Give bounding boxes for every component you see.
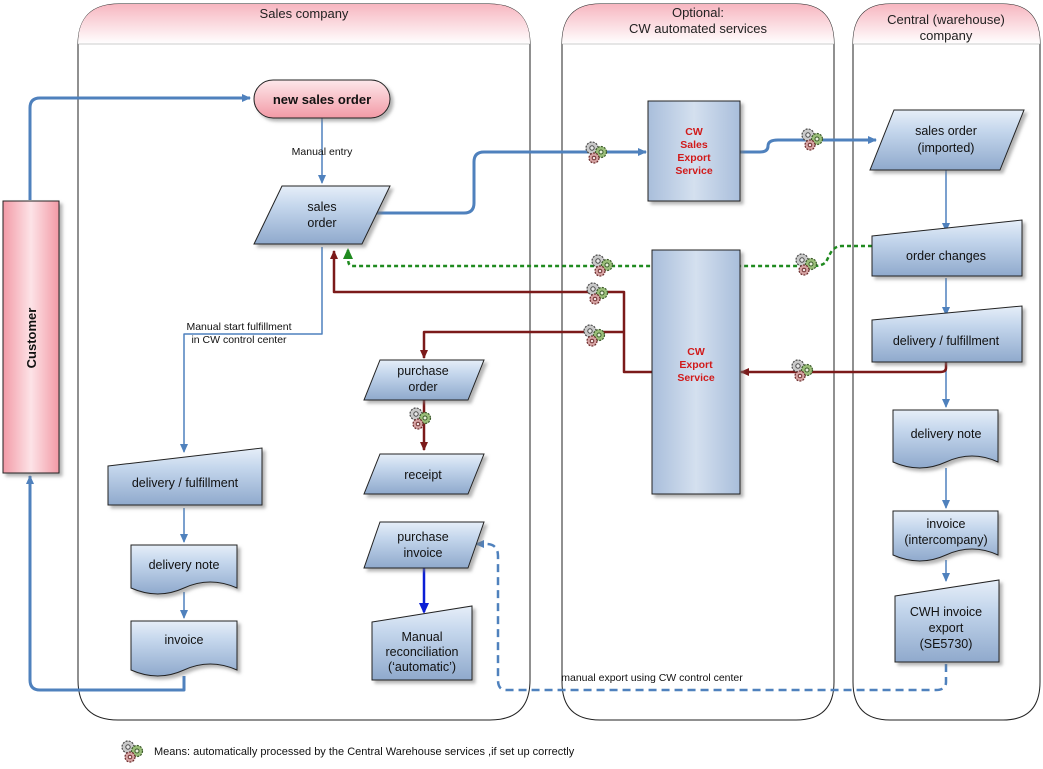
sales-order-imported-node[interactable]: sales order (imported) (869, 109, 1025, 171)
arrow-sales-export-to-imported (740, 136, 877, 154)
sales-order-label-1: sales (307, 200, 336, 214)
delivery-fulfillment-label: delivery / fulfillment (132, 476, 239, 490)
lane-title-central-1: Central (warehouse) (887, 12, 1005, 27)
manual-start-label-1: Manual start fulfillment (186, 321, 291, 333)
imported-label-1: sales order (915, 124, 977, 138)
arrow-export-to-sales-order (330, 250, 652, 374)
manual-recon-label-1: Manual (402, 630, 443, 644)
central-delivery-note-label: delivery note (911, 427, 982, 441)
export-service-label-2: Export (679, 359, 713, 371)
arrow-cwh-export-to-purchase-invoice (475, 540, 948, 692)
order-changes-label: order changes (906, 249, 986, 263)
purchase-invoice-node[interactable]: purchase invoice (363, 521, 485, 569)
arrow-sales-order-to-sales-export (372, 148, 647, 215)
export-service-label-1: CW (687, 346, 705, 358)
central-invoice-node[interactable]: invoice (intercompany) (892, 510, 999, 562)
purchase-invoice-label-2: invoice (404, 546, 443, 560)
purchase-order-node[interactable]: purchase order (363, 359, 485, 401)
manual-recon-label-2: reconciliation (386, 645, 459, 659)
lane-title-sales: Sales company (260, 6, 349, 21)
sales-export-label-1: CW (685, 126, 703, 138)
purchase-invoice-label-1: purchase (397, 530, 448, 544)
legend: Means: automatically processed by the Ce… (121, 740, 575, 763)
customer-node[interactable]: Customer (2, 200, 60, 474)
cwh-export-label-2: export (929, 621, 964, 635)
cwh-export-label-3: (SE5730) (920, 637, 973, 651)
manual-entry-label: Manual entry (292, 146, 353, 158)
delivery-fulfillment-node[interactable]: delivery / fulfillment (107, 447, 263, 506)
central-delivery-note-node[interactable]: delivery note (892, 409, 999, 469)
lane-title-optional-2: CW automated services (629, 21, 767, 36)
connectors (26, 94, 950, 692)
central-invoice-label-1: invoice (927, 517, 966, 531)
new-sales-order-label: new sales order (273, 92, 371, 107)
arrow-invoice-to-customer (26, 475, 186, 692)
central-invoice-label-2: (intercompany) (904, 533, 987, 547)
lane-title-optional-1: Optional: (672, 5, 724, 20)
cwh-export-label-1: CWH invoice (910, 605, 982, 619)
new-sales-order-node[interactable]: new sales order (253, 79, 391, 119)
export-service-label-3: Service (677, 372, 715, 384)
lane-title-central-2: company (920, 28, 973, 43)
manual-reconciliation-node[interactable]: Manual reconciliation (‘automatic’) (371, 605, 473, 681)
central-delivery-label: delivery / fulfillment (893, 334, 1000, 348)
sales-export-label-3: Export (677, 152, 711, 164)
sales-export-label-2: Sales (680, 139, 708, 151)
cw-export-service-node[interactable]: CW Export Service (651, 249, 741, 495)
order-changes-node[interactable]: order changes (871, 219, 1023, 277)
manual-start-label-2: in CW control center (191, 334, 287, 346)
invoice-label: invoice (165, 633, 204, 647)
arrow-customer-to-new-order (28, 94, 251, 200)
arrow-fulfillment-to-export (740, 362, 948, 376)
receipt-label: receipt (404, 468, 442, 482)
receipt-node[interactable]: receipt (363, 453, 485, 495)
imported-label-2: (imported) (918, 141, 975, 155)
arrow-sales-order-to-delivery (180, 247, 323, 453)
legend-text: Means: automatically processed by the Ce… (154, 746, 575, 758)
manual-recon-label-3: (‘automatic’) (388, 660, 456, 674)
delivery-note-node[interactable]: delivery note (130, 544, 238, 595)
arrow-order-changes-to-sales-order (343, 244, 872, 268)
invoice-node[interactable]: invoice (130, 620, 238, 677)
cwh-invoice-export-node[interactable]: CWH invoice export (SE5730) (894, 579, 1000, 663)
cw-sales-export-service-node[interactable]: CW Sales Export Service (647, 100, 741, 202)
purchase-order-label-2: order (408, 380, 437, 394)
delivery-note-label: delivery note (149, 558, 220, 572)
manual-export-label: manual export using CW control center (561, 672, 743, 684)
arrow-export-to-purchase-order (420, 330, 624, 359)
purchase-order-label-1: purchase (397, 364, 448, 378)
customer-label: Customer (24, 308, 39, 369)
sales-order-node[interactable]: sales order (253, 185, 391, 245)
sales-order-label-2: order (307, 216, 336, 230)
gear-cluster-icon (121, 740, 144, 763)
sales-export-label-4: Service (675, 165, 713, 177)
central-delivery-fulfillment-node[interactable]: delivery / fulfillment (871, 305, 1023, 363)
